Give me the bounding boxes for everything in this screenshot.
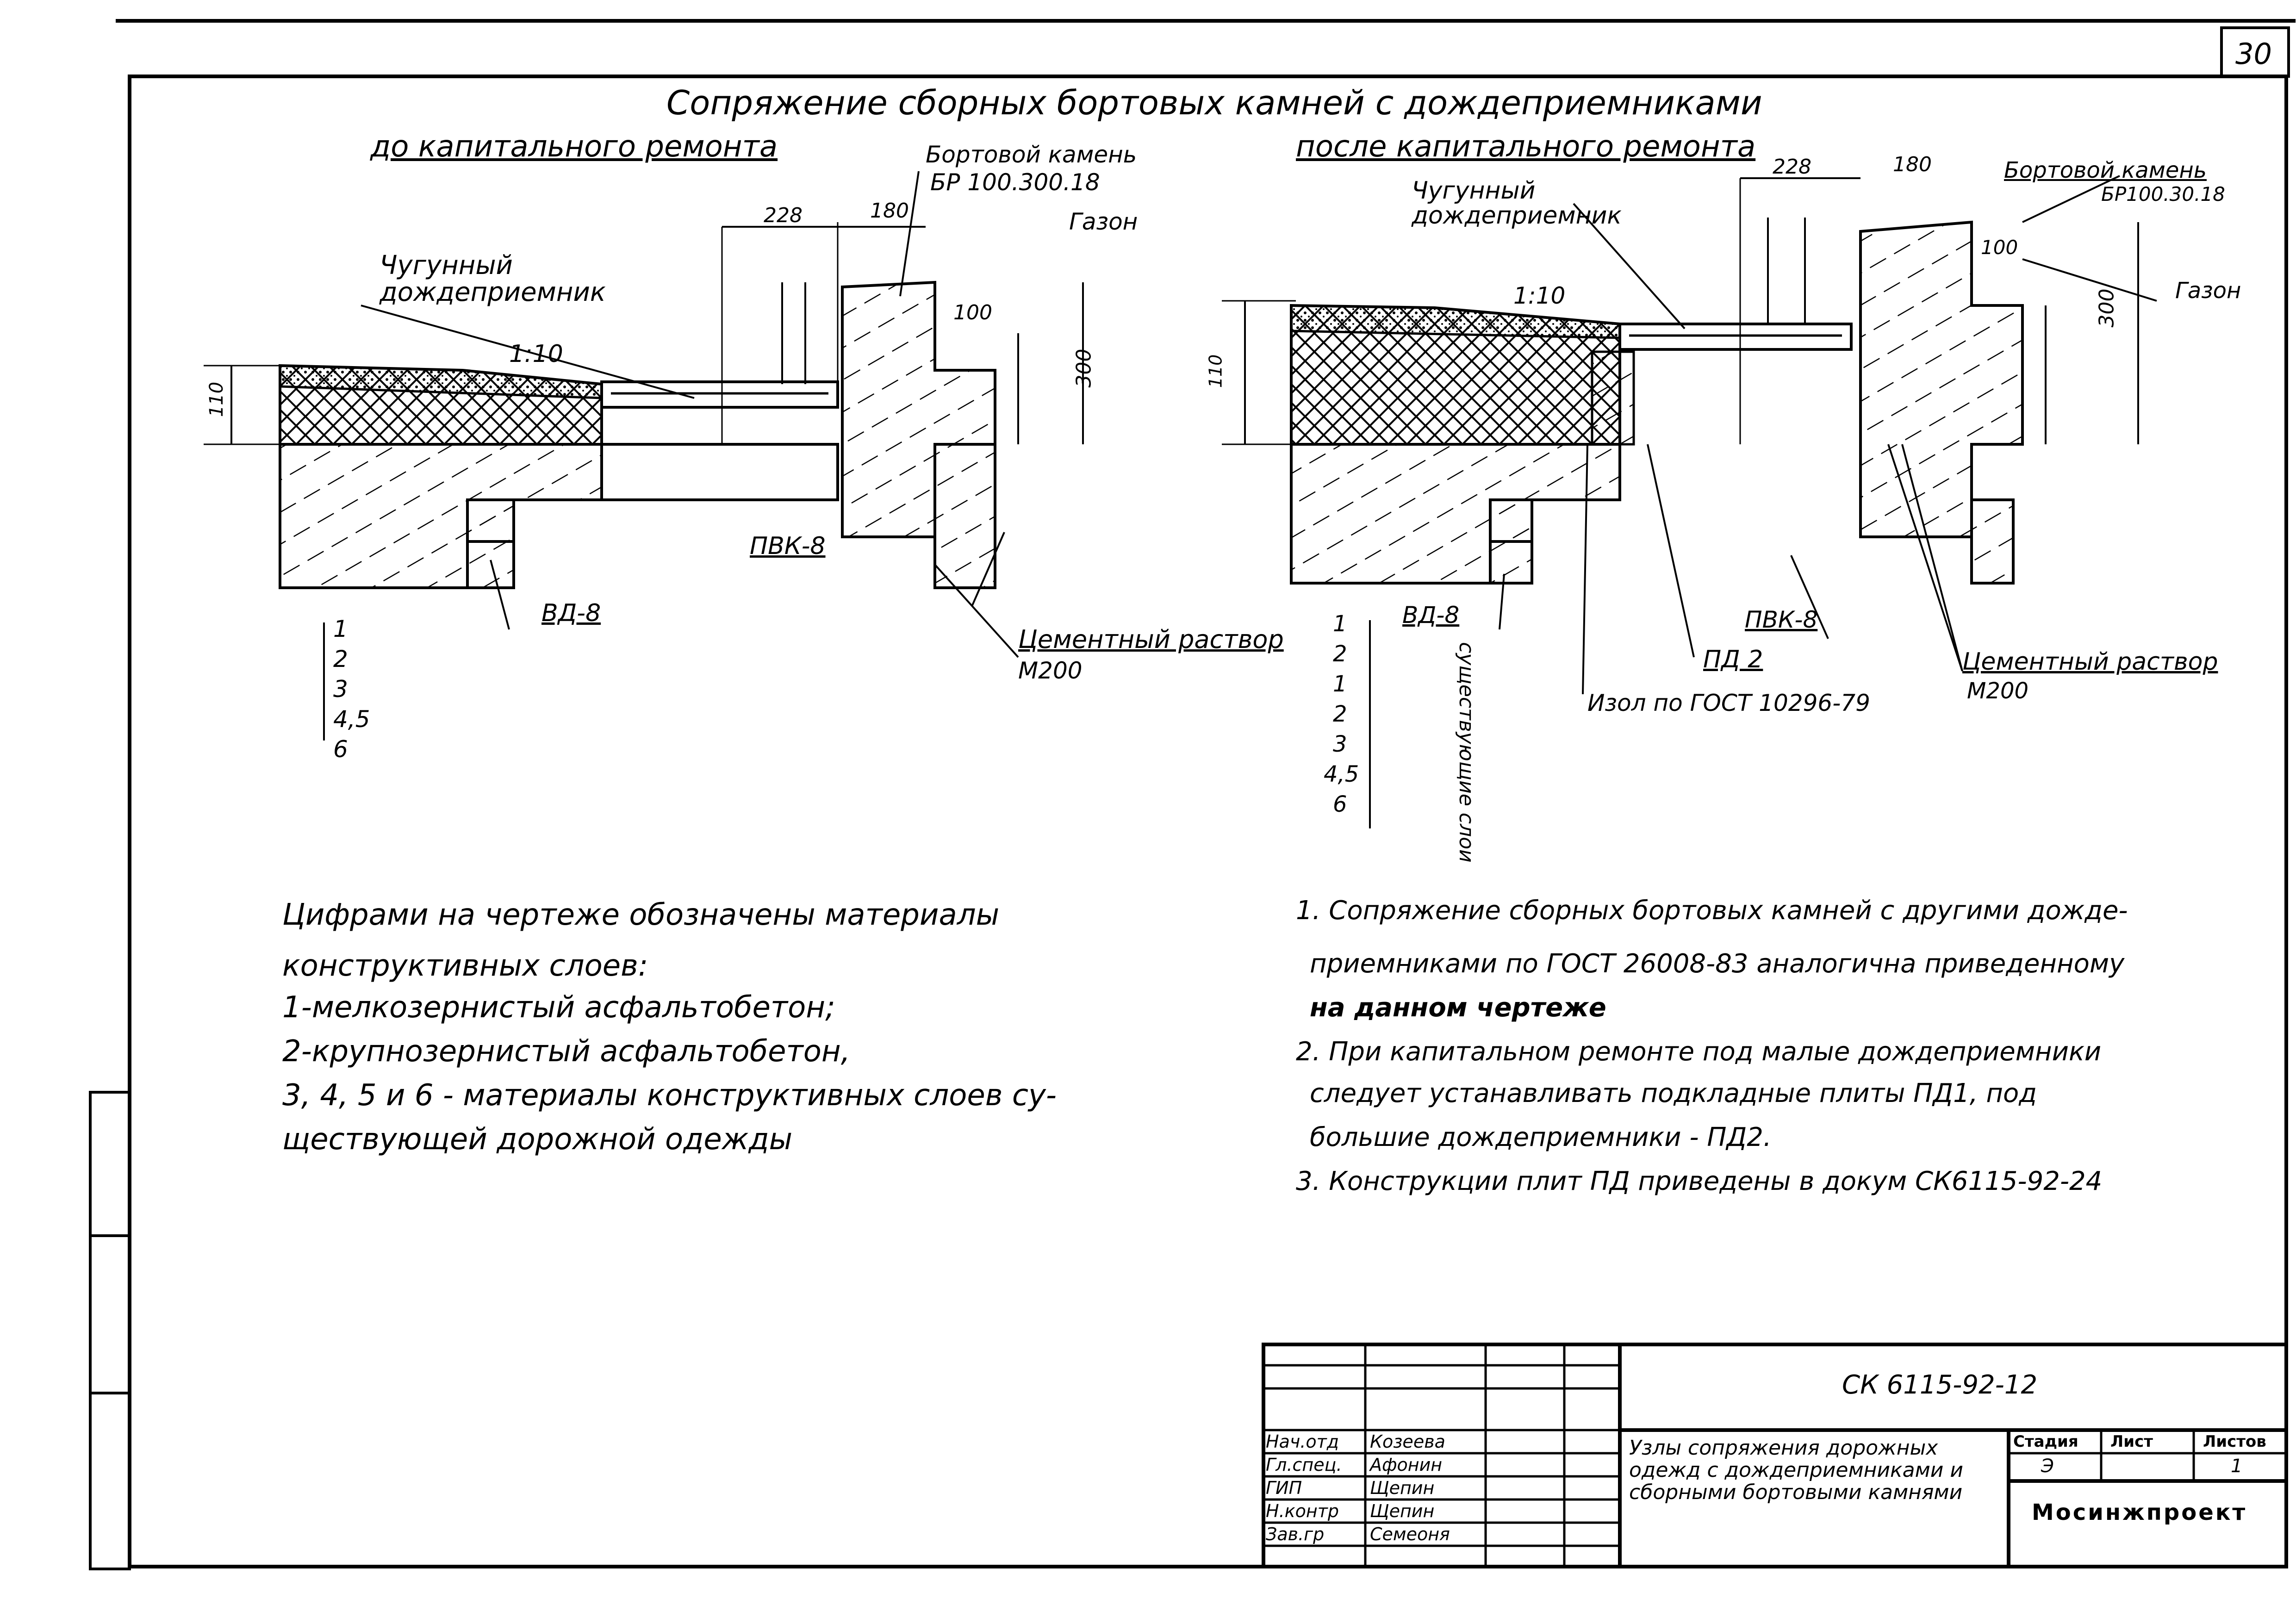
side-strip bbox=[89, 1091, 131, 1570]
right-dim-110: 110 bbox=[1205, 354, 1226, 388]
left-heading: до капитального ремонта bbox=[370, 130, 778, 164]
left-dim-110: 110 bbox=[206, 381, 228, 417]
left-layer-1: 1 bbox=[333, 616, 348, 642]
left-layer-3: 3 bbox=[333, 676, 348, 703]
legend-line-3: 1-мелкозернистый асфальтобетон; bbox=[282, 990, 835, 1025]
right-dim-100: 100 bbox=[1981, 236, 2018, 259]
left-layer-45: 4,5 bbox=[333, 706, 370, 733]
pvk8-wall bbox=[933, 443, 996, 589]
name-1: Козеева bbox=[1370, 1431, 1445, 1452]
right-dim-300: 300 bbox=[2095, 288, 2119, 328]
role-2: Гл.спец. bbox=[1266, 1455, 1342, 1475]
drawing-frame bbox=[128, 75, 2288, 1568]
sheet-number: 30 bbox=[2235, 37, 2272, 71]
left-grate-label: Чугунный дождеприемник bbox=[380, 250, 606, 307]
note-line-6: большие дождеприемники - ПД2. bbox=[1310, 1122, 1772, 1152]
left-dim-180: 180 bbox=[870, 199, 909, 223]
stage-header: Стадия bbox=[2013, 1432, 2078, 1451]
right-layer-45: 4,5 bbox=[1324, 761, 1359, 787]
pd2-plate bbox=[1591, 350, 1635, 446]
title-block bbox=[1262, 1343, 2288, 1568]
pvk8-wall-right bbox=[1970, 498, 2015, 585]
right-heading: после капитального ремонта bbox=[1296, 130, 1756, 164]
right-section-view bbox=[1222, 175, 2157, 828]
right-curb-label: Бортовой камень bbox=[2004, 157, 2207, 183]
right-curb-code: БР100.30.18 bbox=[2101, 183, 2225, 205]
left-lawn-label: Газон bbox=[1069, 208, 1138, 235]
right-layer-1: 1 bbox=[1333, 611, 1347, 637]
left-vd-label: ВД-8 bbox=[541, 599, 601, 627]
left-curb-label: Бортовой камень bbox=[926, 141, 1137, 168]
left-dim-228: 228 bbox=[764, 204, 803, 227]
right-existing-layers: существующие слои bbox=[1454, 642, 1478, 863]
legend-line-1: Цифрами на чертеже обозначены материалы bbox=[282, 898, 1000, 932]
right-layer-2b: 2 bbox=[1333, 701, 1347, 727]
base-concrete-right bbox=[1290, 443, 1621, 585]
legend-line-4: 2-крупнозернистый асфальтобетон, bbox=[282, 1034, 851, 1069]
vd8-wall bbox=[466, 498, 515, 589]
sheets-header: Листов bbox=[2203, 1432, 2266, 1451]
right-dim-228: 228 bbox=[1773, 155, 1811, 179]
name-5: Семеоня bbox=[1370, 1524, 1450, 1544]
stage-value: Э bbox=[2041, 1456, 2054, 1477]
right-vd-label: ВД-8 bbox=[1402, 602, 1460, 628]
right-layer-2: 2 bbox=[1333, 641, 1347, 667]
role-4: Н.контр bbox=[1266, 1501, 1339, 1521]
right-pvk-label: ПВК-8 bbox=[1745, 606, 1818, 633]
left-pvk-label: ПВК-8 bbox=[750, 532, 826, 560]
right-dim-180: 180 bbox=[1893, 153, 1932, 176]
role-1: Нач.отд bbox=[1266, 1431, 1339, 1452]
note-line-5: следует устанавливать подкладные плиты П… bbox=[1310, 1078, 2037, 1108]
vd8-wall-right bbox=[1489, 498, 1533, 585]
left-dim-100: 100 bbox=[953, 301, 992, 324]
org-name: Мосинжпроект bbox=[2032, 1500, 2247, 1525]
note-line-1: 1. Сопряжение сборных бортовых камней с … bbox=[1296, 896, 2128, 926]
legend-line-2: конструктивных слоев: bbox=[282, 949, 648, 983]
right-pd-label: ПД 2 bbox=[1703, 646, 1763, 673]
left-section-view bbox=[204, 171, 1084, 740]
well-opening bbox=[600, 443, 839, 501]
doc-code: СК 6115-92-12 bbox=[1842, 1370, 2038, 1400]
right-layer-3: 3 bbox=[1333, 731, 1347, 757]
left-slope: 1:10 bbox=[509, 340, 563, 368]
note-line-2: приемниками по ГОСТ 26008-83 аналогична … bbox=[1310, 949, 2125, 979]
role-5: Зав.гр bbox=[1266, 1524, 1325, 1544]
note-line-4: 2. При капитальном ремонте под малые дож… bbox=[1296, 1037, 2102, 1067]
sheet-header: Лист bbox=[2110, 1432, 2153, 1451]
role-3: ГИП bbox=[1266, 1478, 1302, 1498]
left-dim-300: 300 bbox=[1072, 348, 1096, 388]
note-line-7: 3. Конструкции плит ПД приведены в докум… bbox=[1296, 1166, 2103, 1196]
legend-line-5: 3, 4, 5 и 6 - материалы конструктивных с… bbox=[282, 1078, 1057, 1113]
left-mortar-label: Цементный раствор bbox=[1018, 625, 1284, 654]
main-title: Сопряжение сборных бортовых камней с дож… bbox=[666, 83, 1762, 122]
asphalt-top-layer bbox=[1290, 304, 1621, 339]
left-layer-2: 2 bbox=[333, 646, 348, 672]
name-2: Афонин bbox=[1370, 1455, 1443, 1475]
left-layer-6: 6 bbox=[333, 736, 348, 763]
sheet-number-box bbox=[2220, 26, 2290, 78]
right-grate-label: Чугунный дождеприемник bbox=[1412, 177, 1622, 230]
name-3: Щепин bbox=[1370, 1478, 1435, 1498]
base-concrete-left bbox=[279, 443, 603, 589]
right-layer-1b: 1 bbox=[1333, 671, 1347, 697]
note-line-3: на данном чертеже bbox=[1310, 993, 1606, 1023]
right-slope: 1:10 bbox=[1513, 282, 1566, 309]
right-lawn-label: Газон bbox=[2175, 278, 2241, 304]
name-4: Щепин bbox=[1370, 1501, 1435, 1521]
left-curb-code: БР 100.300.18 bbox=[930, 169, 1100, 196]
legend-line-6: ществующей дорожной одежды bbox=[282, 1122, 793, 1157]
right-izol-label: Изол по ГОСТ 10296-79 bbox=[1587, 690, 1870, 716]
right-mortar-label: Цементный раствор bbox=[1962, 648, 2218, 676]
doc-description: Узлы сопряжения дорожных одежд с дождепр… bbox=[1629, 1436, 1963, 1504]
left-mortar-grade: М200 bbox=[1018, 657, 1083, 684]
curb-stone-right bbox=[1859, 220, 2024, 538]
right-layer-6: 6 bbox=[1333, 791, 1347, 817]
sheets-value: 1 bbox=[2231, 1456, 2243, 1477]
right-mortar-grade: М200 bbox=[1967, 678, 2029, 704]
